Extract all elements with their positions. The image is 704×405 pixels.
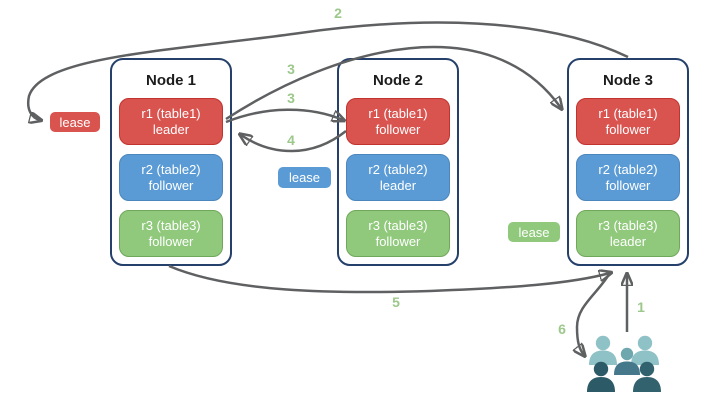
replica-role: leader	[379, 177, 417, 193]
lease-tag-r1: lease	[49, 111, 101, 133]
replica-label: r2 (table2)	[368, 161, 428, 177]
node1-replica-r1: r1 (table1) leader	[119, 98, 223, 145]
arrow-step-3-local	[225, 108, 343, 124]
node-1-box: Node 1 r1 (table1) leader r2 (table2) fo…	[110, 58, 232, 266]
step-label-5: 5	[392, 294, 400, 310]
lease-tag-r3: lease	[507, 221, 561, 243]
replica-role: follower	[375, 233, 421, 249]
node2-replica-r2: r2 (table2) leader	[346, 154, 450, 201]
replica-label: r2 (table2)	[141, 161, 201, 177]
replica-role: follower	[148, 177, 194, 193]
node-3-box: Node 3 r1 (table1) follower r2 (table2) …	[567, 58, 689, 266]
arrow-step-5	[168, 264, 610, 294]
step-label-6: 6	[558, 321, 566, 337]
node1-replica-r3: r3 (table3) follower	[119, 210, 223, 257]
lease-tag-r2: lease	[277, 166, 332, 189]
node-3-title: Node 3	[602, 72, 653, 89]
replica-label: r2 (table2)	[598, 161, 658, 177]
replica-role: follower	[605, 121, 651, 137]
node-2-title: Node 2	[372, 72, 423, 89]
node2-replica-r1: r1 (table1) follower	[346, 98, 450, 145]
step-label-3-remote: 3	[287, 61, 295, 77]
replica-role: follower	[148, 233, 194, 249]
replica-role: follower	[605, 177, 651, 193]
replica-role: leader	[152, 121, 190, 137]
node3-replica-r2: r2 (table2) follower	[576, 154, 680, 201]
replica-role: follower	[375, 121, 421, 137]
replica-label: r1 (table1)	[598, 105, 658, 121]
node2-replica-r3: r3 (table3) follower	[346, 210, 450, 257]
step-label-2: 2	[334, 5, 342, 21]
node3-replica-r1: r1 (table1) follower	[576, 98, 680, 145]
node-2-box: Node 2 r1 (table1) follower r2 (table2) …	[337, 58, 459, 266]
replica-label: r3 (table3)	[598, 217, 658, 233]
replica-label: r3 (table3)	[368, 217, 428, 233]
replica-label: r1 (table1)	[141, 105, 201, 121]
replica-label: r1 (table1)	[368, 105, 428, 121]
replica-label: r3 (table3)	[141, 217, 201, 233]
step-label-1: 1	[637, 299, 645, 315]
node1-replica-r2: r2 (table2) follower	[119, 154, 223, 201]
step-label-4: 4	[287, 132, 295, 148]
replica-role: leader	[609, 233, 647, 249]
step-label-3-local: 3	[287, 90, 295, 106]
node3-replica-r3: r3 (table3) leader	[576, 210, 680, 257]
users-group-icon	[587, 335, 661, 392]
node-1-title: Node 1	[145, 72, 196, 89]
